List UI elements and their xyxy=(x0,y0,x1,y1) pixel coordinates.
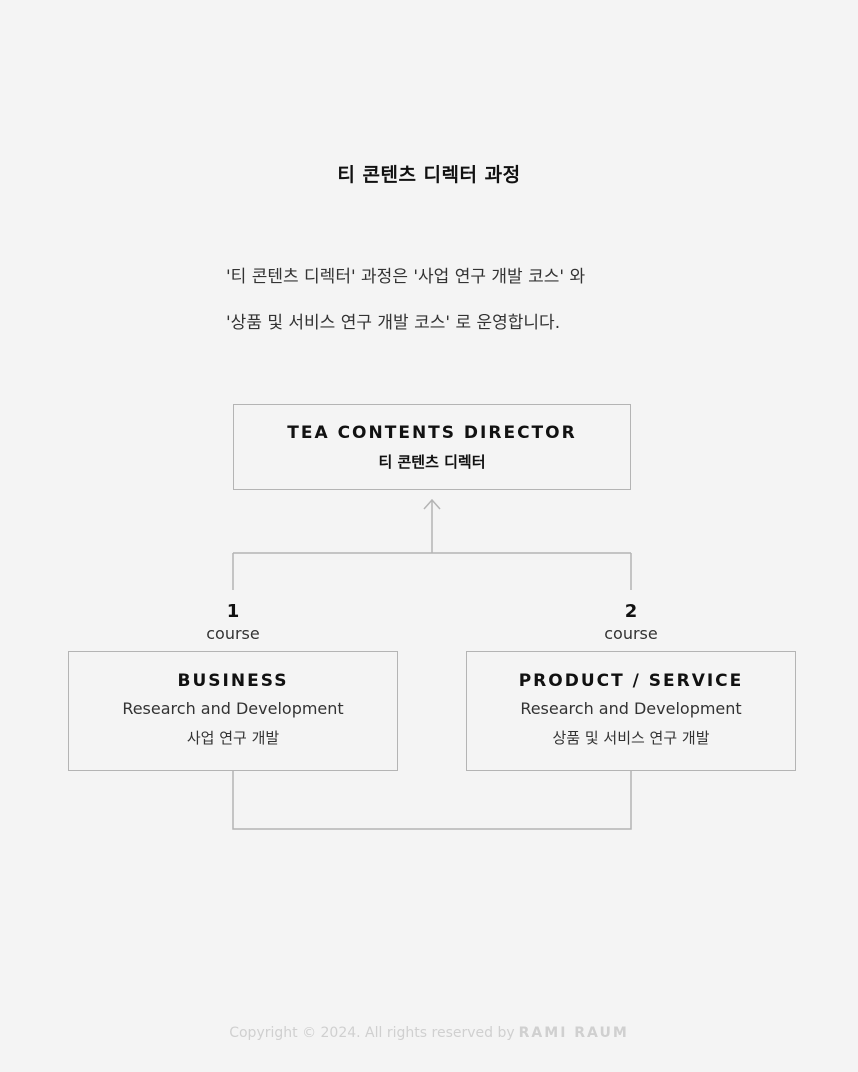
product-service-title: PRODUCT / SERVICE xyxy=(518,671,744,691)
intro-line-2: '상품 및 서비스 연구 개발 코스' 로 운영합니다. xyxy=(226,313,561,333)
intro-line-1: '티 콘텐츠 디렉터' 과정은 '사업 연구 개발 코스' 와 xyxy=(226,267,586,287)
course-2-number: 2 xyxy=(624,601,638,622)
business-title-ko: 사업 연구 개발 xyxy=(186,729,280,747)
course-1-label: course xyxy=(206,624,260,643)
course-1-number: 1 xyxy=(226,601,240,622)
course-2-label: course xyxy=(604,624,658,643)
product-service-title-ko: 상품 및 서비스 연구 개발 xyxy=(552,729,710,747)
business-title: BUSINESS xyxy=(177,671,289,691)
brand-name: RAMI RAUM xyxy=(518,1025,629,1041)
arrow-up-icon xyxy=(423,498,441,510)
tea-contents-director-box: TEA CONTENTS DIRECTOR 티 콘텐츠 디렉터 xyxy=(233,404,631,490)
footer: Copyright © 2024. All rights reserved by… xyxy=(0,1025,858,1041)
bottom-link-line xyxy=(232,771,632,830)
product-service-course-box: PRODUCT / SERVICE Research and Developme… xyxy=(466,651,796,771)
page-title: 티 콘텐츠 디렉터 과정 xyxy=(337,164,521,186)
copyright-text: Copyright © 2024. All rights reserved by xyxy=(229,1025,515,1041)
top-box-title-en: TEA CONTENTS DIRECTOR xyxy=(287,423,577,443)
business-course-box: BUSINESS Research and Development 사업 연구 … xyxy=(68,651,398,771)
product-service-subtitle: Research and Development xyxy=(520,699,742,718)
business-subtitle: Research and Development xyxy=(122,699,344,718)
top-box-title-ko: 티 콘텐츠 디렉터 xyxy=(378,453,486,471)
